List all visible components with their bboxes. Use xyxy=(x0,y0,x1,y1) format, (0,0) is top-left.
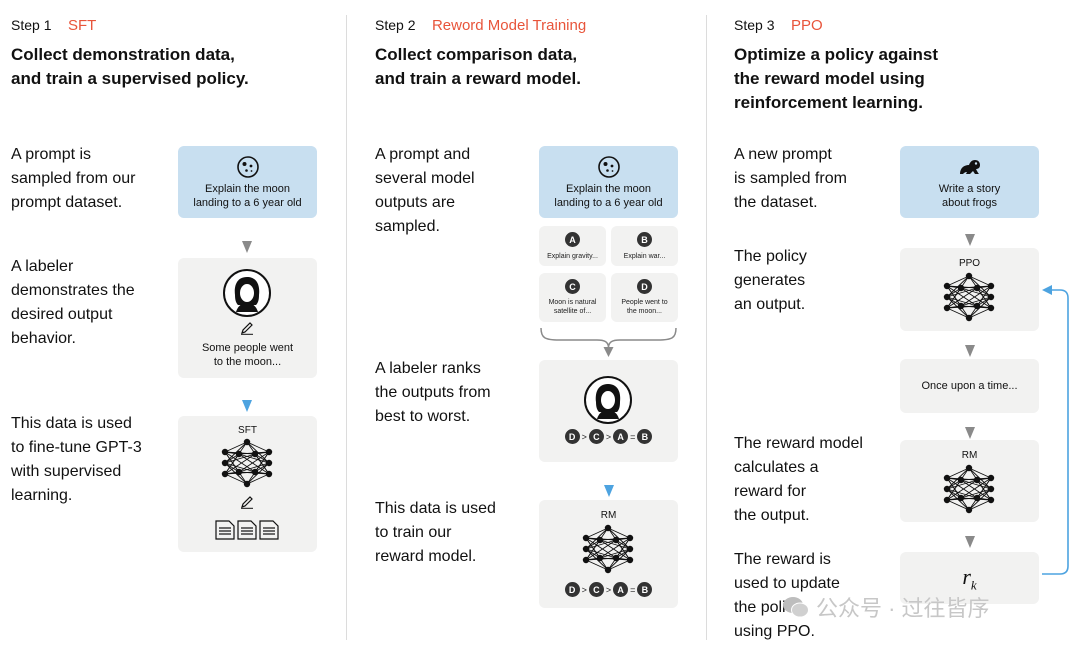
arrow-down-icon xyxy=(965,234,975,246)
step-name: Reword Model Training xyxy=(431,17,587,34)
pencil-icon xyxy=(241,322,253,335)
neural-network-icon xyxy=(943,272,995,322)
step-description: The reward model calculates a reward for… xyxy=(734,435,863,524)
prompt-card: Explain the moon landing to a 6 year old xyxy=(539,146,678,218)
prompt-card: Write a story about frogs xyxy=(900,146,1039,218)
step-description: This data is used to fine-tune GPT-3 wit… xyxy=(11,415,142,504)
step-number: Step 3 xyxy=(734,17,775,33)
ranking-row: D > C > A = B xyxy=(539,429,678,444)
step-description: A labeler demonstrates the desired outpu… xyxy=(11,258,135,347)
documents-icon xyxy=(215,520,279,540)
model-label: RM xyxy=(600,510,617,521)
output-letter-badge: B xyxy=(637,232,652,247)
moon-icon xyxy=(237,156,259,178)
sft-model-card: SFT xyxy=(178,416,317,552)
step-description: A prompt is sampled from our prompt data… xyxy=(11,146,136,211)
feedback-loop-arrow xyxy=(1042,285,1069,575)
reward-card: rk xyxy=(900,552,1039,604)
column-divider xyxy=(346,15,347,640)
step1-header: Step 1 SFT xyxy=(11,17,96,35)
output-card-c: C Moon is natural satellite of... xyxy=(539,273,606,322)
step-description: This data is used to train our reward mo… xyxy=(375,500,496,565)
ranking-row: D > C > A = B xyxy=(539,582,678,597)
output-text: Explain war... xyxy=(623,253,666,260)
step-description: A labeler ranks the outputs from best to… xyxy=(375,360,491,425)
output-text: Once upon a time... xyxy=(921,380,1018,392)
policy-output-card: Once upon a time... xyxy=(900,359,1039,413)
reward-symbol: rk xyxy=(962,564,977,593)
arrow-down-icon xyxy=(242,241,252,253)
prompt-text: Write a story about frogs xyxy=(938,183,1001,209)
output-text: Moon is natural satellite of... xyxy=(548,299,597,315)
step-heading: Optimize a policy against the reward mod… xyxy=(734,45,939,112)
output-letter-badge: C xyxy=(565,279,580,294)
labeler-avatar-icon xyxy=(584,376,632,424)
step-description: A new prompt is sampled from the dataset… xyxy=(734,146,847,211)
model-label: RM xyxy=(961,450,978,461)
step-number: Step 2 xyxy=(375,17,416,33)
reward-model-card: RM xyxy=(900,440,1039,522)
neural-network-icon xyxy=(943,464,995,514)
output-card-a: A Explain gravity... xyxy=(539,226,606,266)
labeler-rank-card: D > C > A = B xyxy=(539,360,678,462)
pencil-icon xyxy=(241,496,253,509)
step-name: SFT xyxy=(67,17,97,34)
model-label: SFT xyxy=(238,425,257,436)
arrow-down-icon xyxy=(965,345,975,357)
arrow-down-icon xyxy=(604,485,614,497)
neural-network-icon xyxy=(221,438,273,488)
reward-model-card: RM D > C > A = B xyxy=(539,500,678,608)
column-divider xyxy=(706,15,707,640)
arrow-down-icon xyxy=(965,427,975,439)
labeler-avatar-icon xyxy=(223,269,271,317)
output-card-b: B Explain war... xyxy=(611,226,678,266)
bracket-arrow-icon xyxy=(540,327,677,357)
output-card-d: D People went to the moon... xyxy=(611,273,678,322)
frog-icon xyxy=(960,160,980,174)
step3-header: Step 3 PPO xyxy=(734,17,823,35)
step-number: Step 1 xyxy=(11,17,52,33)
labeler-card: Some people went to the moon... xyxy=(178,258,317,378)
moon-icon xyxy=(598,156,620,178)
step2-header: Step 2 Reword Model Training xyxy=(375,17,586,35)
step-name: PPO xyxy=(790,17,823,34)
model-label: PPO xyxy=(958,258,981,269)
step-heading: Collect comparison data, and train a rew… xyxy=(375,45,581,88)
prompt-text: Explain the moon landing to a 6 year old xyxy=(554,183,663,209)
neural-network-icon xyxy=(582,524,634,574)
output-letter-badge: D xyxy=(637,279,652,294)
step1-column: Step 1 SFT Collect demonstration data, a… xyxy=(0,0,346,650)
labeler-output-text: Some people went to the moon... xyxy=(201,342,294,368)
wechat-icon xyxy=(783,597,809,618)
prompt-text: Explain the moon landing to a 6 year old xyxy=(193,183,302,209)
watermark-text: 公众号 · 过往皆序 xyxy=(816,596,990,621)
output-letter-badge: A xyxy=(565,232,580,247)
arrow-down-icon xyxy=(242,400,252,412)
watermark: 公众号 · 过往皆序 xyxy=(782,591,1072,623)
prompt-card: Explain the moon landing to a 6 year old xyxy=(178,146,317,218)
ppo-policy-card: PPO xyxy=(900,248,1039,331)
output-text: Explain gravity... xyxy=(547,253,598,260)
step-heading: Collect demonstration data, and train a … xyxy=(11,45,249,88)
step-description: The reward is used to update the policy … xyxy=(734,551,840,640)
output-text: People went to the moon... xyxy=(621,299,668,315)
arrow-down-icon xyxy=(965,536,975,548)
step-description: A prompt and several model outputs are s… xyxy=(375,146,475,235)
step-description: The policy generates an output. xyxy=(734,248,807,313)
